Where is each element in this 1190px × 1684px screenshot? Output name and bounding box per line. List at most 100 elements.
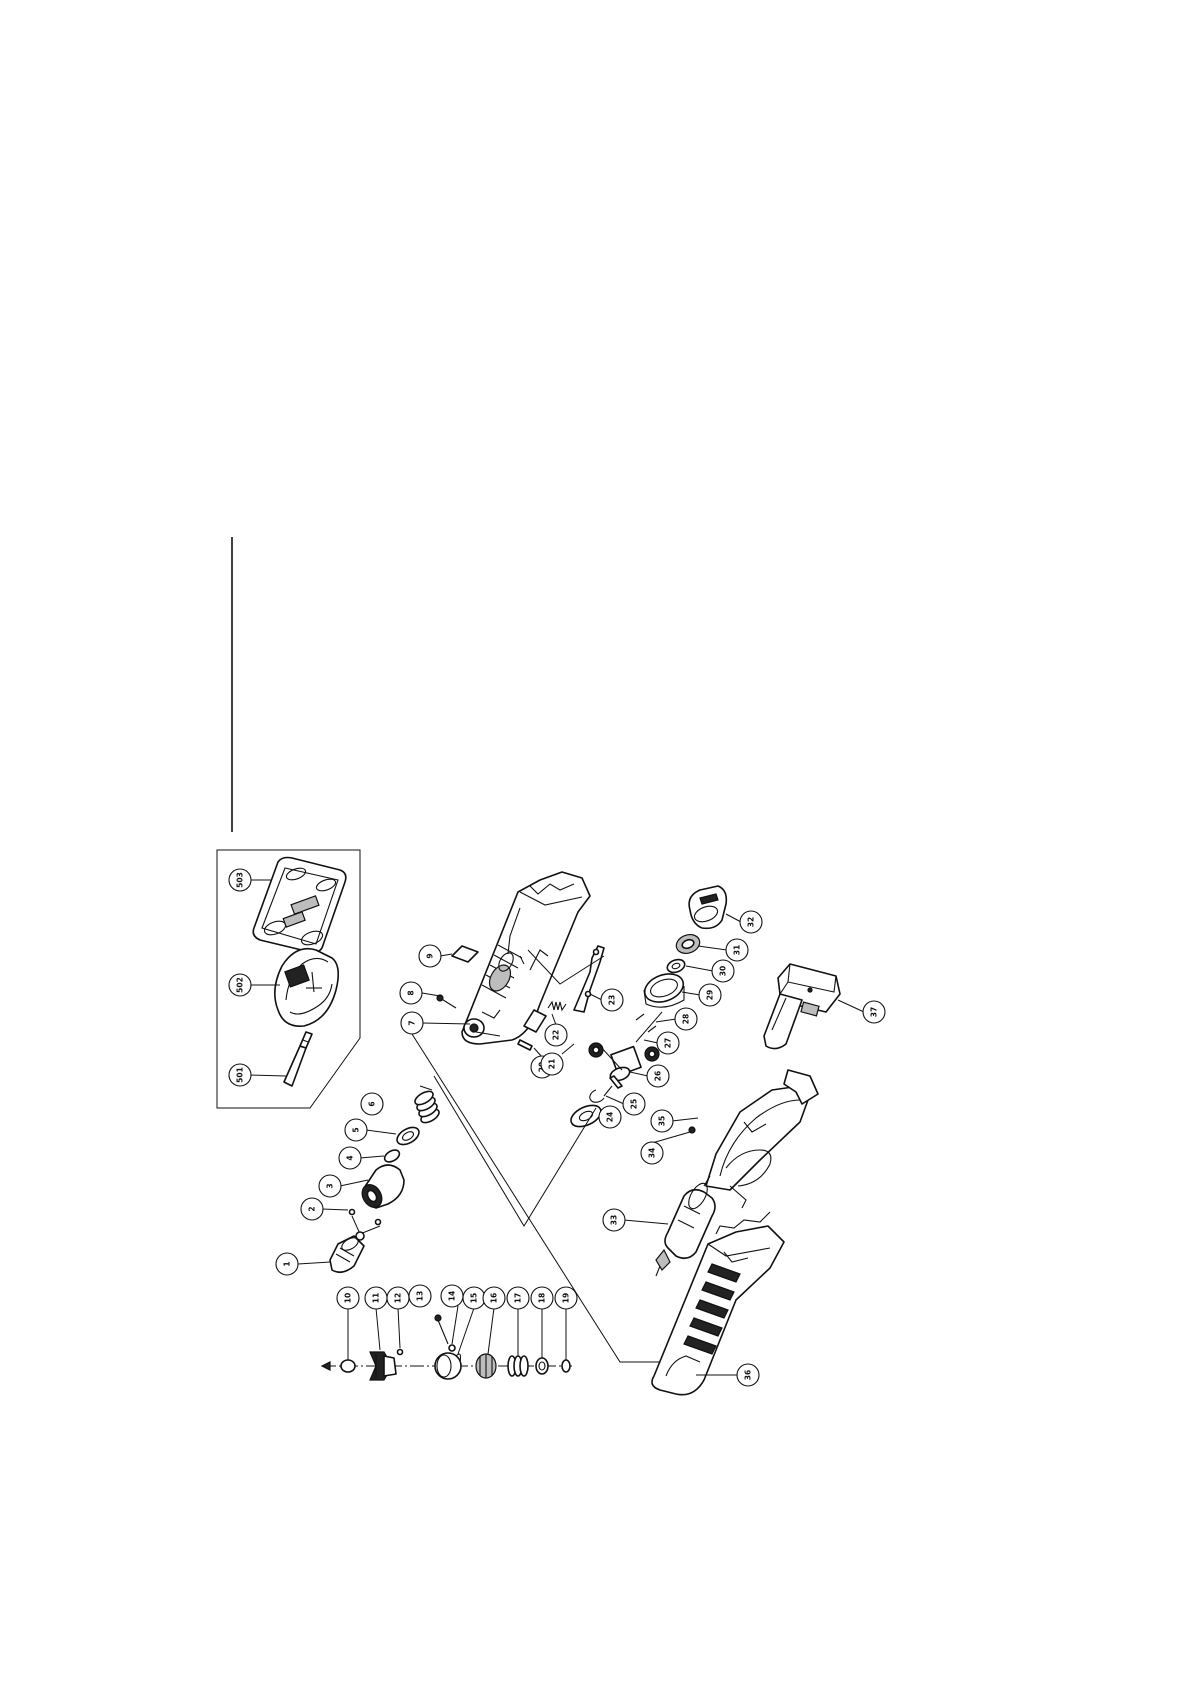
- part-9-label: [451, 945, 479, 963]
- callouts: 1 2 3 4 5 6 7 8 9 10 11 12 13 14 15: [228, 868, 886, 1387]
- part-35-housing: [705, 1069, 819, 1209]
- callout-3: 3: [318, 1174, 342, 1198]
- callout-31: 31: [725, 938, 749, 962]
- callout-36: 36: [736, 1363, 760, 1387]
- callout-label: 7: [408, 1020, 417, 1025]
- callout-label: 12: [394, 1293, 403, 1303]
- callout-label: 36: [744, 1370, 753, 1380]
- callout-8: 8: [399, 981, 423, 1005]
- part-502-charger: [274, 947, 340, 1027]
- part-12-ball: [396, 1348, 404, 1356]
- callout-28: 28: [674, 1007, 698, 1031]
- callout-503: 503: [228, 868, 252, 892]
- callout-label: 501: [236, 1067, 245, 1083]
- callout-label: 25: [630, 1099, 639, 1109]
- callout-label: 17: [514, 1293, 523, 1303]
- callout-23: 23: [600, 988, 624, 1012]
- callout-label: 3: [326, 1183, 335, 1188]
- callout-10: 10: [336, 1286, 360, 1310]
- callout-24: 24: [598, 1105, 622, 1129]
- callout-label: 6: [368, 1101, 377, 1106]
- callout-label: 13: [416, 1291, 425, 1301]
- callout-19: 19: [554, 1286, 578, 1310]
- callout-label: 4: [346, 1155, 355, 1160]
- callout-label: 26: [654, 1071, 663, 1081]
- callout-label: 10: [344, 1293, 353, 1303]
- part-1-spindle: [329, 1231, 365, 1274]
- callout-label: 19: [562, 1293, 571, 1303]
- part-7-gear-housing: [461, 871, 591, 1045]
- callout-27: 27: [656, 1031, 680, 1055]
- callout-32: 32: [739, 910, 763, 934]
- part-axis-line: [320, 1361, 572, 1371]
- part-18-washer: [535, 1357, 549, 1375]
- part-2-balls: [348, 1208, 382, 1235]
- part-22-spring: [547, 1000, 567, 1012]
- callout-9: 9: [418, 944, 442, 968]
- part-34-screw: [688, 1126, 696, 1134]
- callout-21: 21: [540, 1052, 564, 1076]
- part-3-sleeve: [361, 1164, 405, 1209]
- callout-502: 502: [228, 973, 252, 997]
- part-24-washer: [570, 1104, 602, 1128]
- callout-6: 6: [360, 1092, 384, 1116]
- callout-label: 22: [552, 1030, 561, 1040]
- callout-35: 35: [650, 1109, 674, 1133]
- part-20-pin: [517, 1039, 533, 1051]
- callout-label: 11: [372, 1293, 381, 1303]
- callout-33: 33: [602, 1208, 626, 1232]
- callout-label: 24: [606, 1112, 615, 1122]
- part-21-switch-plate: [523, 1009, 547, 1033]
- callout-label: 9: [426, 953, 435, 958]
- callout-label: 29: [706, 990, 715, 1000]
- callout-25: 25: [622, 1092, 646, 1116]
- callout-label: 23: [608, 995, 617, 1005]
- callout-11: 11: [364, 1286, 388, 1310]
- part-26-carrier: [603, 1045, 642, 1097]
- part-29-ring-gear: [643, 973, 685, 1008]
- callout-label: 1: [283, 1261, 292, 1266]
- callout-label: 8: [407, 990, 416, 995]
- callout-label: 21: [548, 1059, 557, 1069]
- callout-15: 15: [462, 1286, 486, 1310]
- part-14-ball: [448, 1344, 456, 1352]
- part-23-lever: [573, 945, 605, 1013]
- callout-label: 34: [648, 1148, 657, 1158]
- callout-label: 18: [538, 1293, 547, 1303]
- callout-37: 37: [862, 1000, 886, 1024]
- part-501-bit: [283, 1031, 313, 1087]
- callout-17: 17: [506, 1286, 530, 1310]
- callout-label: 33: [610, 1215, 619, 1225]
- callout-34: 34: [640, 1141, 664, 1165]
- callout-2: 2: [300, 1197, 324, 1221]
- part-37-battery: [763, 963, 841, 1050]
- part-11-gear: [369, 1351, 397, 1381]
- callout-14: 14: [440, 1284, 464, 1308]
- part-27-planet-gears: [588, 1042, 660, 1062]
- callout-5: 5: [344, 1118, 368, 1142]
- callout-29: 29: [698, 983, 722, 1007]
- part-503-case: [252, 856, 347, 954]
- callout-12: 12: [386, 1286, 410, 1310]
- part-8-screw: [436, 994, 457, 1009]
- callout-label: 5: [352, 1127, 361, 1132]
- callout-label: 16: [490, 1293, 499, 1303]
- part-5-washer: [396, 1126, 420, 1146]
- part-4-ball: [383, 1149, 401, 1163]
- part-19-ring: [561, 1359, 571, 1373]
- callout-18: 18: [530, 1286, 554, 1310]
- callout-26: 26: [646, 1064, 670, 1088]
- callout-7: 7: [400, 1011, 424, 1035]
- part-30-washer: [666, 958, 686, 974]
- callout-22: 22: [544, 1023, 568, 1047]
- callout-label: 14: [448, 1291, 457, 1301]
- connection-lines: [411, 949, 663, 1363]
- part-16-clutch: [475, 1353, 497, 1379]
- callout-13: 13: [408, 1284, 432, 1308]
- part-33-motor: [655, 1175, 716, 1277]
- part-31-bearing: [675, 933, 701, 955]
- callout-label: 35: [658, 1116, 667, 1126]
- callout-label: 27: [664, 1038, 673, 1048]
- callout-label: 15: [470, 1293, 479, 1303]
